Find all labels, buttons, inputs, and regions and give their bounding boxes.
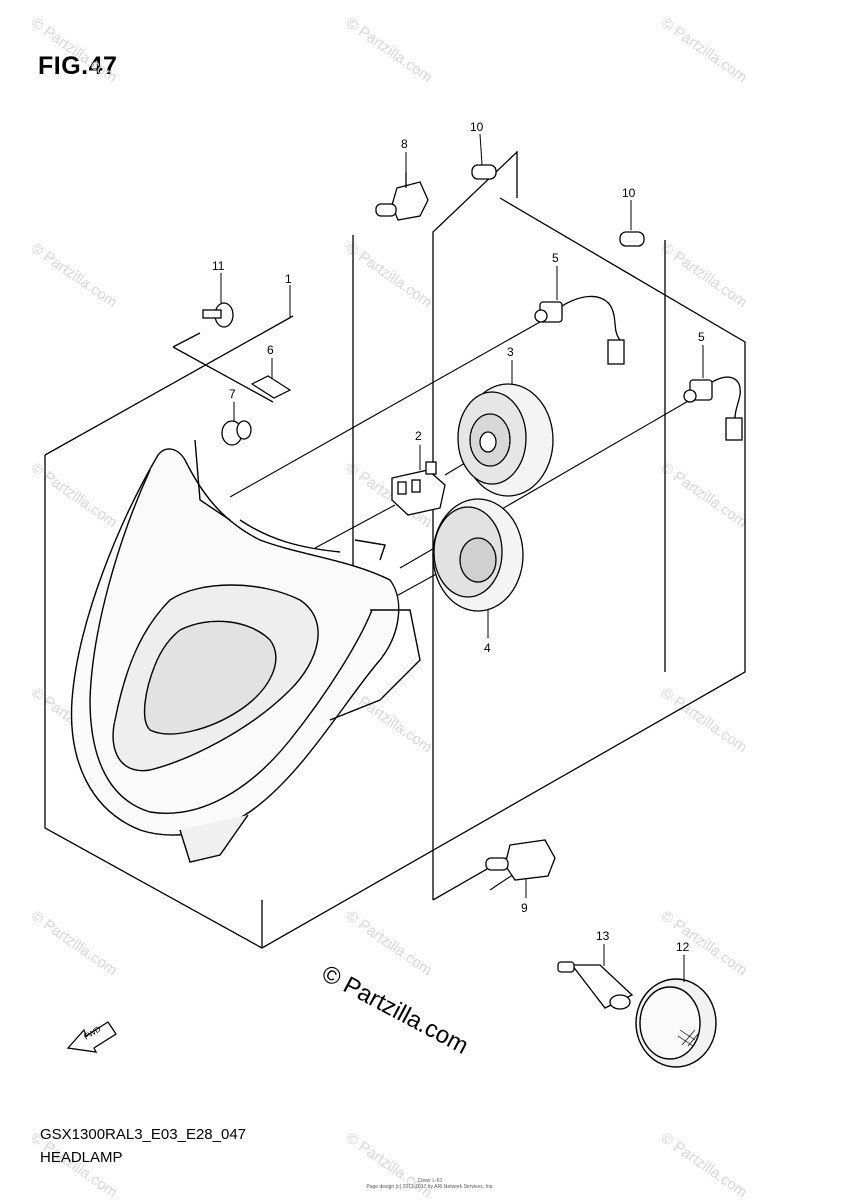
watermark-tile: © Partzilla.com: [343, 239, 436, 311]
callout-5b: 5: [698, 330, 705, 344]
socket-part-2[interactable]: [391, 461, 446, 516]
callout-13: 13: [596, 929, 610, 943]
assembly-outline: [44, 150, 746, 949]
callout-3: 3: [507, 345, 514, 359]
bulb-socket-wire-part-5a[interactable]: [534, 295, 625, 365]
watermark-tile: © Partzilla.com: [343, 907, 436, 979]
watermark-tile: © Partzilla.com: [658, 14, 751, 86]
bulb-socket-wire-part-5b[interactable]: [683, 376, 743, 441]
grommet-part-7[interactable]: [221, 420, 252, 446]
model-code: GSX1300RAL3_E03_E28_047: [40, 1126, 247, 1143]
small-bulb-part-10b[interactable]: [619, 231, 645, 247]
pin-part-13[interactable]: [557, 961, 634, 1010]
screw-part-11[interactable]: [202, 302, 234, 328]
headlight-bulb-part-8[interactable]: [375, 172, 429, 221]
footer-line-2: Page design (c) 2011-2017 by ARI Network…: [366, 1184, 494, 1190]
watermark-tile: © Partzilla.com: [658, 239, 751, 311]
callout-11: 11: [212, 259, 225, 273]
watermark-tile: © Partzilla.com: [28, 14, 121, 86]
callout-4: 4: [484, 641, 491, 655]
lens-cap-part-4[interactable]: [432, 498, 524, 612]
callout-numbers: 1 2 3 4 5 5 6 7 8 9 10 10 11 12 13: [212, 120, 705, 954]
callout-2: 2: [415, 429, 422, 443]
lens-cap-part-3[interactable]: [457, 383, 554, 497]
watermark-tile: © Partzilla.com: [658, 907, 751, 979]
callout-9: 9: [521, 901, 528, 915]
footer-line-1: Cover L-61: [417, 1178, 443, 1184]
callout-1: 1: [285, 272, 292, 286]
watermark-tile: © Partzilla.com: [28, 239, 121, 311]
callout-10a: 10: [470, 120, 484, 134]
callout-7: 7: [229, 387, 236, 401]
figure-title: FIG.47: [38, 52, 118, 80]
watermark-tile: © Partzilla.com: [28, 907, 121, 979]
diagram-name: HEADLAMP: [40, 1149, 123, 1166]
callout-5a: 5: [552, 251, 559, 265]
cap-part-12[interactable]: [635, 978, 717, 1068]
callout-leaders: [220, 133, 704, 982]
watermark-tile: © Partzilla.com: [28, 459, 121, 531]
callout-10b: 10: [622, 186, 636, 200]
callout-8: 8: [401, 137, 408, 151]
label-part-6[interactable]: [250, 375, 292, 399]
watermark-tile: © Partzilla.com: [343, 684, 436, 756]
forward-arrow-icon: FWD: [66, 1021, 117, 1053]
watermark-tile: © Partzilla.com: [658, 459, 751, 531]
watermark-tile: © Partzilla.com: [343, 14, 436, 86]
callout-12: 12: [676, 940, 690, 954]
headlamp-housing-part-1[interactable]: [70, 439, 421, 863]
small-bulb-part-10a[interactable]: [471, 164, 497, 180]
headlight-bulb-part-9[interactable]: [485, 839, 556, 881]
watermark-tile: © Partzilla.com: [658, 1129, 751, 1200]
callout-6: 6: [267, 343, 274, 357]
